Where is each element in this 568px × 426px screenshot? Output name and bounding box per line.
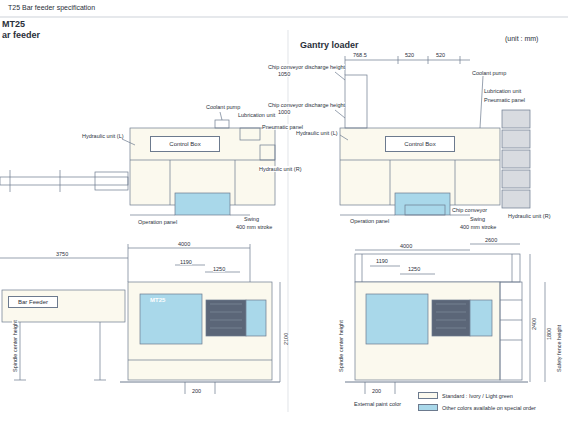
dimension-label: 1800 [546,328,552,340]
part-label: Chip conveyor discharge height [268,64,345,70]
control-box: Control Box [150,136,220,152]
part-label: Operation panel [350,218,389,224]
part-label: 200 [372,388,381,394]
part-label: Chip conveyor [452,207,487,213]
bar-feeder-box: Bar Feeder [8,296,58,308]
part-label: MT25 [150,297,165,304]
dimension-label: 2400 [531,318,537,330]
part-label: Hydraulic unit (R) [508,213,550,219]
part-label: 400 mm stroke [236,224,272,230]
part-label: Swing [244,216,259,222]
part-label: 4000 [400,243,412,249]
part-label: 400 mm stroke [460,224,496,230]
part-label: 1190 [376,258,388,264]
dimension-label: 2100 [283,333,289,345]
part-label: 768.5 [353,52,367,58]
part-label: 1250 [408,266,420,272]
part-label: External paint color [354,401,401,407]
part-label: Lubrication unit [238,112,275,118]
dimension-label: Spindle center height [12,320,18,372]
part-label: Lubrication unit [484,88,521,94]
part-label: 2600 [485,237,497,243]
page-title: T25 Bar feeder specification [8,4,95,11]
part-label: 520 [405,52,414,58]
part-label: 3750 [56,251,68,257]
part-label: Coolant pump [206,104,240,110]
part-label: Hydraulic unit (L) [296,130,338,136]
part-label: 1050 [278,71,290,77]
color-swatch [418,404,438,411]
part-label: 1250 [213,266,225,272]
part-label: 520 [436,52,445,58]
legend-label: Other colors available on special order [442,405,536,411]
color-swatch [418,392,438,399]
node-label: Control Box [169,141,200,147]
part-label: 1000 [278,109,290,115]
part-label: ar feeder [2,31,40,41]
part-label: (unit : mm) [505,35,538,43]
part-label: 1190 [180,259,192,265]
part-label: Pneumatic panel [484,97,525,103]
part-label: Gantry loader [300,41,359,51]
part-label: 200 [192,388,201,394]
control-box: Control Box [385,136,455,152]
part-label: Chip conveyor discharge height [268,102,345,108]
dimension-label: Safety fence height [556,325,562,372]
part-label: Swing [470,216,485,222]
node-label: Control Box [404,141,435,147]
node-label: Bar Feeder [18,299,48,305]
dimension-label: Spindle center height [338,320,344,372]
part-label: Hydraulic unit (L) [82,133,124,139]
legend-label: Standard : Ivory / Light green [442,393,513,399]
part-label: Coolant pump [472,70,506,76]
part-label: Hydraulic unit (R) [259,166,301,172]
part-label: Operation panel [138,219,177,225]
part-label: MT25 [2,20,25,30]
part-label: 4000 [178,241,190,247]
